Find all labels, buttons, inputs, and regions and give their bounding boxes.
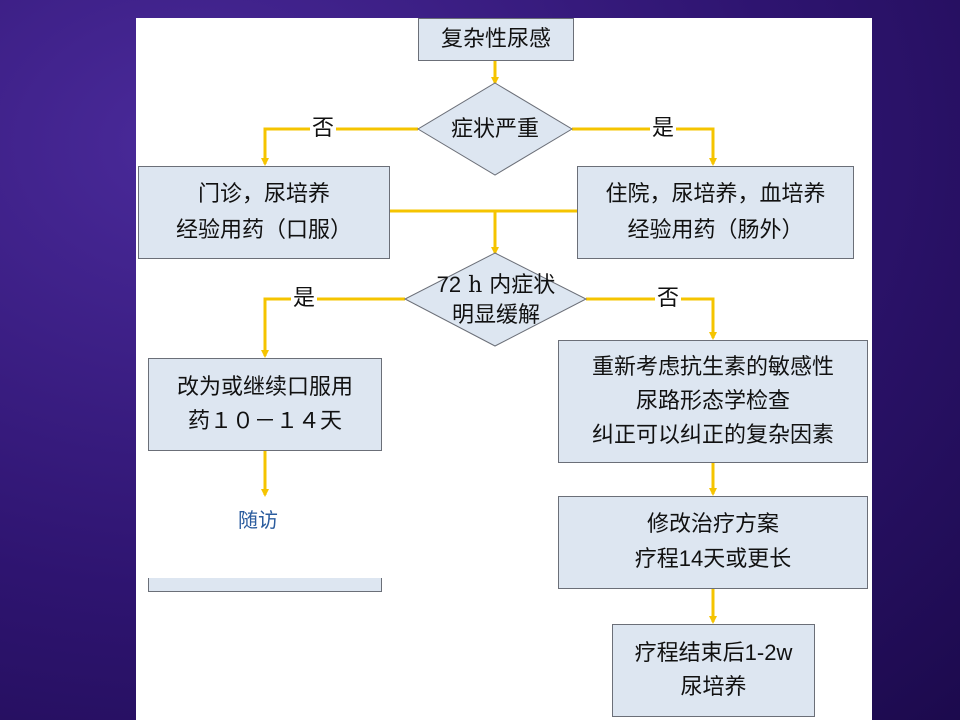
modify-line2: 疗程14天或更长 <box>635 542 792 577</box>
modify-line2-a: 疗程 <box>634 547 679 572</box>
decision2-hours: 72 <box>436 271 462 297</box>
continue-oral-box: 改为或继续口服用 药１０－１４天 <box>148 358 382 451</box>
reconsider-line1: 重新考虑抗生素的敏感性 <box>591 354 834 380</box>
modify-line1: 修改治疗方案 <box>646 512 779 537</box>
after-line2: 尿培养 <box>680 675 747 700</box>
inpatient-box: 住院，尿培养，血培养 经验用药（肠外） <box>577 166 854 259</box>
after-line1: 疗程结束后1-2w <box>635 636 793 671</box>
after-weeks: 1-2w <box>744 640 793 665</box>
modify-line2-b: 天或更长 <box>703 547 792 572</box>
continue-oral-line2: 药１０－１４天 <box>187 408 342 434</box>
decision2-line1: 72 h 内症状 <box>437 270 556 301</box>
start-box: 复杂性尿感 <box>418 18 574 61</box>
inpatient-line1: 住院，尿培养，血培养 <box>605 181 826 207</box>
modify-box: 修改治疗方案 疗程14天或更长 <box>558 496 868 589</box>
outpatient-line1: 门诊，尿培养 <box>197 181 330 207</box>
decision1-no-label: 否 <box>310 116 337 142</box>
reconsider-box: 重新考虑抗生素的敏感性 尿路形态学检查 纠正可以纠正的复杂因素 <box>558 340 868 463</box>
decision2-text: 72 h 内症状 明显缓解 <box>410 268 582 332</box>
arrow-decision2-no <box>586 297 717 340</box>
arrow-decision1-yes <box>572 127 717 166</box>
decision2-yes-label: 是 <box>291 286 318 312</box>
outpatient-box: 门诊，尿培养 经验用药（口服） <box>138 166 390 259</box>
decision1-label: 症状严重 <box>450 117 539 142</box>
follow-up-box-bottom <box>148 578 382 592</box>
outpatient-line2: 经验用药（口服） <box>175 217 352 243</box>
arrow-decision2-yes <box>261 297 405 358</box>
arrow-decision1-no <box>261 127 418 166</box>
decision1-diamond <box>417 82 573 176</box>
follow-up-label: 随访 <box>238 508 278 532</box>
reconsider-line2: 尿路形态学检查 <box>635 388 790 414</box>
decision1-yes-label: 是 <box>650 116 677 142</box>
continue-oral-line1: 改为或继续口服用 <box>176 374 353 400</box>
decision1-text: 症状严重 <box>418 110 572 150</box>
decision2-line1-rest: h 内症状 <box>461 272 556 298</box>
decision2-line2: 明显缓解 <box>451 302 540 328</box>
modify-days: 14 <box>678 546 704 571</box>
decision2-diamond <box>403 252 588 347</box>
start-label: 复杂性尿感 <box>440 26 551 52</box>
after-box: 疗程结束后1-2w 尿培养 <box>612 624 815 717</box>
inpatient-line2: 经验用药（肠外） <box>627 217 804 243</box>
decision2-no-label: 否 <box>655 286 682 312</box>
reconsider-line3: 纠正可以纠正的复杂因素 <box>591 422 834 448</box>
after-line1-a: 疗程结束后 <box>634 641 745 666</box>
